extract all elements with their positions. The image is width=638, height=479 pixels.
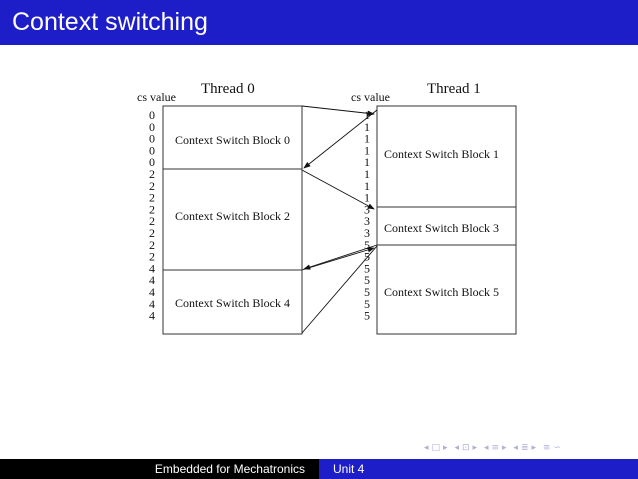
thread0-block-4 (162, 269, 303, 335)
block-label-2: Context Switch Block 2 (175, 209, 290, 223)
thread1-cs-value: 1 (364, 167, 370, 181)
frame-icon[interactable]: □ (431, 443, 442, 453)
subsection-icon[interactable]: ⊡ (461, 443, 471, 453)
triangle-left-icon[interactable]: ◂ (424, 443, 430, 453)
thread0-cs-value: 0 (149, 155, 155, 169)
switch-arrow-3-to-4 (303, 244, 378, 270)
thread1-cs-value: 3 (364, 202, 370, 216)
block-label-3: Context Switch Block 3 (384, 221, 499, 235)
search-icon[interactable]: ∽ (553, 443, 562, 453)
thread1-title: Thread 1 (427, 81, 481, 97)
triangle-left-icon[interactable]: ◂ (513, 443, 519, 453)
triangle-right-icon[interactable]: ▸ (443, 443, 449, 453)
align-icon[interactable]: ≡ (542, 443, 552, 453)
thread1-cs-value: 1 (364, 143, 370, 157)
thread0-cs-value: 4 (149, 297, 155, 311)
thread0-cs-value: 2 (149, 214, 155, 228)
thread0-cs-value: 2 (149, 250, 155, 264)
thread1-cs-value: 5 (364, 297, 370, 311)
block-label-0: Context Switch Block 0 (175, 133, 290, 147)
thread0-cs-value: 2 (149, 179, 155, 193)
thread0-cs-value: 0 (149, 108, 155, 122)
thread1-cs-value: 5 (364, 309, 370, 323)
thread1-cs-value: 1 (364, 120, 370, 134)
thread1-cs-value: 5 (364, 250, 370, 264)
thread1-block-5 (376, 244, 517, 335)
footer-course: Embedded for Mechatronics (0, 459, 319, 479)
thread1-cs-value: 3 (364, 226, 370, 240)
thread1-cs-value: 5 (364, 261, 370, 275)
slide-icon[interactable]: ≣ (520, 443, 530, 453)
thread1-cs-value: 5 (364, 273, 370, 287)
thread0-cs-value: 2 (149, 238, 155, 252)
switch-arrow-2-to-3 (301, 169, 375, 210)
thread0-cs-value: 4 (149, 261, 155, 275)
thread0-cs-header: cs value (137, 90, 176, 104)
thread0-title: Thread 0 (201, 81, 255, 97)
block-label-1: Context Switch Block 1 (384, 147, 499, 161)
switch-arrow-1-to-2 (303, 109, 378, 169)
thread0-cs-value: 2 (149, 167, 155, 181)
thread1-cs-value: 1 (364, 132, 370, 146)
beamer-navigation[interactable]: ◂□▸ ◂⊡▸ ◂≡▸ ◂≣▸ ≡∽ (424, 443, 564, 455)
triangle-right-icon[interactable]: ▸ (531, 443, 538, 453)
thread1-cs-value: 1 (364, 191, 370, 205)
thread0-cs-value: 0 (149, 143, 155, 157)
section-icon[interactable]: ≡ (491, 443, 501, 453)
thread0-cs-value: 4 (149, 273, 155, 287)
triangle-right-icon[interactable]: ▸ (502, 443, 508, 453)
thread1-cs-value: 1 (364, 179, 370, 193)
thread0-cs-value: 0 (149, 132, 155, 146)
thread0-cs-value: 4 (149, 309, 155, 323)
triangle-right-icon[interactable]: ▸ (472, 443, 479, 453)
thread0-cs-value: 2 (149, 191, 155, 205)
block-label-5: Context Switch Block 5 (384, 285, 499, 299)
switch-arrow-4-to-5 (301, 247, 375, 271)
switch-arrow-0-to-1 (301, 105, 375, 116)
triangle-left-icon[interactable]: ◂ (483, 443, 490, 453)
thread1-cs-value: 1 (364, 108, 370, 122)
thread0-cs-value: 0 (149, 120, 155, 134)
thread1-cs-value: 5 (364, 285, 370, 299)
thread1-cs-value: 5 (364, 238, 370, 252)
thread0-cs-value: 2 (149, 226, 155, 240)
footer-unit: Unit 4 (319, 459, 638, 479)
block-label-4: Context Switch Block 4 (175, 296, 290, 310)
thread1-cs-value: 3 (364, 214, 370, 228)
context-switch-diagram: cs value Thread 0 cs value Thread 1 Cont… (137, 81, 517, 335)
thread0-cs-value: 4 (149, 285, 155, 299)
thread1-cs-header: cs value (351, 90, 390, 104)
thread0-cs-value: 2 (149, 202, 155, 216)
slide-title: Context switching (0, 0, 638, 45)
thread1-cs-value: 1 (364, 155, 370, 169)
switch-line-4-to-5 (301, 245, 378, 334)
triangle-left-icon[interactable]: ◂ (454, 443, 460, 453)
